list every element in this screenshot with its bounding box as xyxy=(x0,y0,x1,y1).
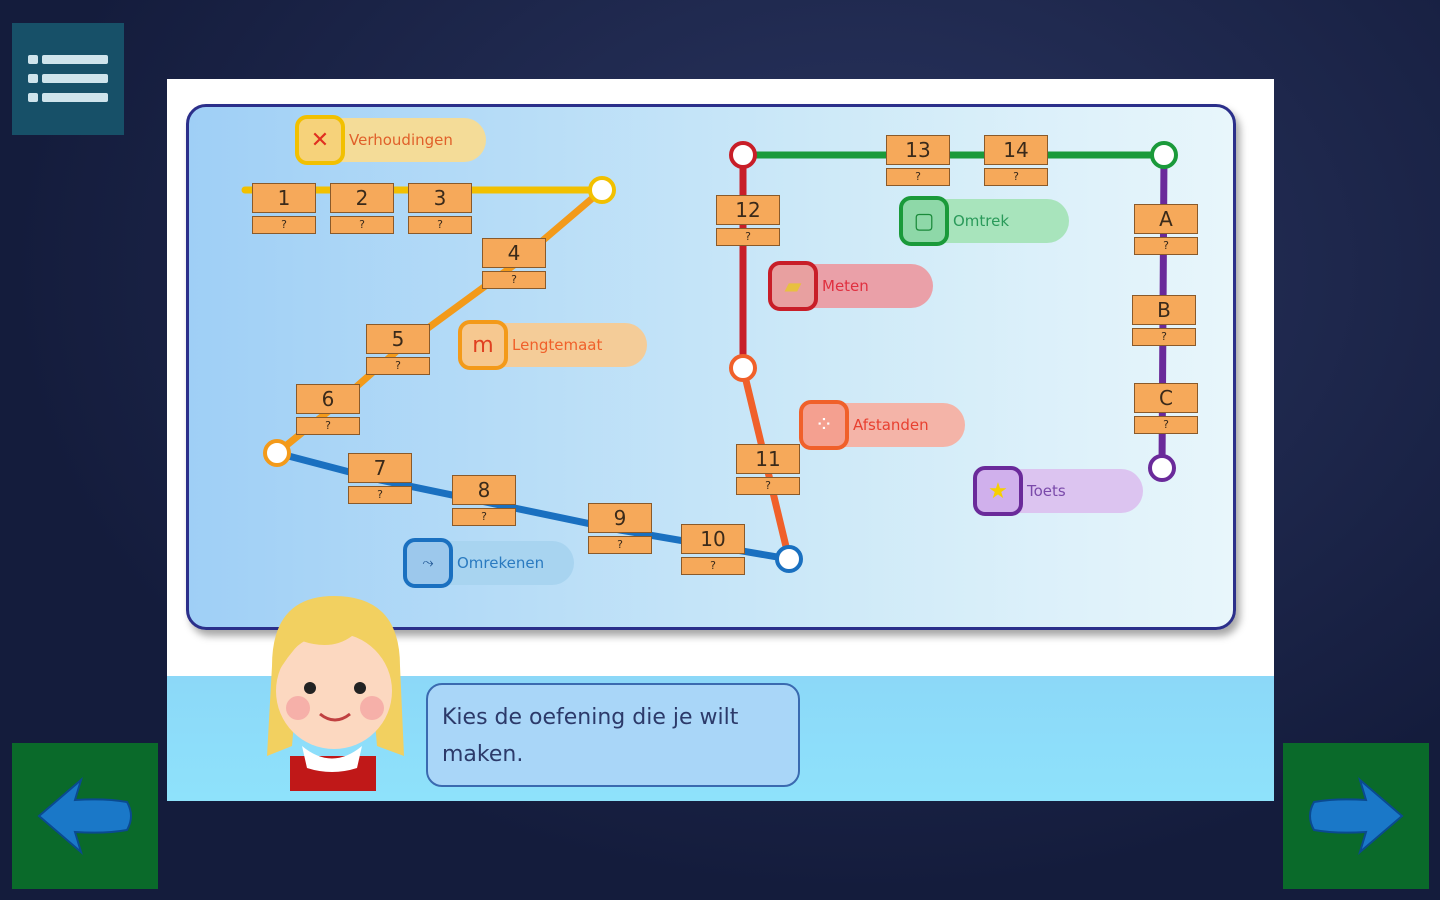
measure-m-icon: m xyxy=(458,320,508,370)
sign-score: ? xyxy=(588,536,652,554)
sign-label: 9 xyxy=(588,503,652,533)
lesson-panel: 1? 2? 3? 4? 5? 6? 7? 8? 9? 10? 11? 12? 1… xyxy=(167,79,1274,801)
exercise-5[interactable]: 5? xyxy=(366,324,430,375)
sign-label: 6 xyxy=(296,384,360,414)
menu-button[interactable] xyxy=(12,23,124,135)
sign-score: ? xyxy=(736,477,800,495)
exercise-2[interactable]: 2? xyxy=(330,183,394,234)
sign-label: 3 xyxy=(408,183,472,213)
sign-label: A xyxy=(1134,204,1198,234)
instruction-text: Kies de oefening die je wilt maken. xyxy=(442,705,739,767)
sign-score: ? xyxy=(330,216,394,234)
station xyxy=(263,439,291,467)
sign-label: 7 xyxy=(348,453,412,483)
ruler-icon: ▰ xyxy=(768,261,818,311)
exercise-14[interactable]: 14? xyxy=(984,135,1048,186)
station xyxy=(1148,454,1176,482)
sign-label: 14 xyxy=(984,135,1048,165)
sign-label: B xyxy=(1132,295,1196,325)
lesson-map: 1? 2? 3? 4? 5? 6? 7? 8? 9? 10? 11? 12? 1… xyxy=(186,104,1236,630)
next-button[interactable] xyxy=(1283,743,1429,889)
station xyxy=(1150,141,1178,169)
exercise-a[interactable]: A? xyxy=(1134,204,1198,255)
speech-bubble: Kies de oefening die je wilt maken. xyxy=(426,683,800,787)
topic-label: Afstanden xyxy=(853,416,929,434)
star-icon: ★ xyxy=(973,466,1023,516)
sign-label: C xyxy=(1134,383,1198,413)
sign-score: ? xyxy=(716,228,780,246)
exercise-10[interactable]: 10? xyxy=(681,524,745,575)
sign-label: 4 xyxy=(482,238,546,268)
sign-label: 5 xyxy=(366,324,430,354)
sign-label: 10 xyxy=(681,524,745,554)
exercise-8[interactable]: 8? xyxy=(452,475,516,526)
station xyxy=(588,176,616,204)
exercise-12[interactable]: 12? xyxy=(716,195,780,246)
station xyxy=(729,141,757,169)
exercise-11[interactable]: 11? xyxy=(736,444,800,495)
exercise-c[interactable]: C? xyxy=(1134,383,1198,434)
convert-icon: ⤳ xyxy=(403,538,453,588)
sign-label: 11 xyxy=(736,444,800,474)
girl-character xyxy=(262,596,412,791)
distance-icon: ⁘ xyxy=(799,400,849,450)
exercise-4[interactable]: 4? xyxy=(482,238,546,289)
topic-label: Verhoudingen xyxy=(349,131,453,149)
back-button[interactable] xyxy=(12,743,158,889)
topic-label: Omrekenen xyxy=(457,554,545,572)
topic-meten[interactable]: ▰ Meten xyxy=(768,261,933,311)
ratio-icon: ✕ xyxy=(295,115,345,165)
topic-toets[interactable]: ★ Toets xyxy=(973,466,1143,516)
sign-score: ? xyxy=(984,168,1048,186)
sign-score: ? xyxy=(482,271,546,289)
topic-label: Toets xyxy=(1027,482,1066,500)
sign-label: 8 xyxy=(452,475,516,505)
exercise-1[interactable]: 1? xyxy=(252,183,316,234)
station xyxy=(775,545,803,573)
exercise-b[interactable]: B? xyxy=(1132,295,1196,346)
sign-label: 13 xyxy=(886,135,950,165)
sign-label: 12 xyxy=(716,195,780,225)
perimeter-icon: ▢ xyxy=(899,196,949,246)
topic-label: Omtrek xyxy=(953,212,1010,230)
sign-score: ? xyxy=(886,168,950,186)
arrow-right-icon xyxy=(1309,777,1404,855)
topic-verhoudingen[interactable]: ✕ Verhoudingen xyxy=(295,115,486,165)
arrow-left-icon xyxy=(37,777,132,855)
topic-label: Meten xyxy=(822,277,869,295)
topic-omrekenen[interactable]: ⤳ Omrekenen xyxy=(403,538,574,588)
sign-score: ? xyxy=(452,508,516,526)
sign-score: ? xyxy=(681,557,745,575)
sign-score: ? xyxy=(366,357,430,375)
sign-score: ? xyxy=(348,486,412,504)
topic-label: Lengtemaat xyxy=(512,336,603,354)
sign-score: ? xyxy=(252,216,316,234)
topic-lengtemaat[interactable]: m Lengtemaat xyxy=(458,320,647,370)
sign-score: ? xyxy=(296,417,360,435)
exercise-3[interactable]: 3? xyxy=(408,183,472,234)
exercise-6[interactable]: 6? xyxy=(296,384,360,435)
sign-label: 1 xyxy=(252,183,316,213)
topic-afstanden[interactable]: ⁘ Afstanden xyxy=(799,400,965,450)
exercise-13[interactable]: 13? xyxy=(886,135,950,186)
exercise-9[interactable]: 9? xyxy=(588,503,652,554)
station xyxy=(729,354,757,382)
exercise-7[interactable]: 7? xyxy=(348,453,412,504)
sign-score: ? xyxy=(1134,237,1198,255)
sign-score: ? xyxy=(1134,416,1198,434)
topic-omtrek[interactable]: ▢ Omtrek xyxy=(899,196,1069,246)
sign-score: ? xyxy=(408,216,472,234)
sign-score: ? xyxy=(1132,328,1196,346)
sign-label: 2 xyxy=(330,183,394,213)
